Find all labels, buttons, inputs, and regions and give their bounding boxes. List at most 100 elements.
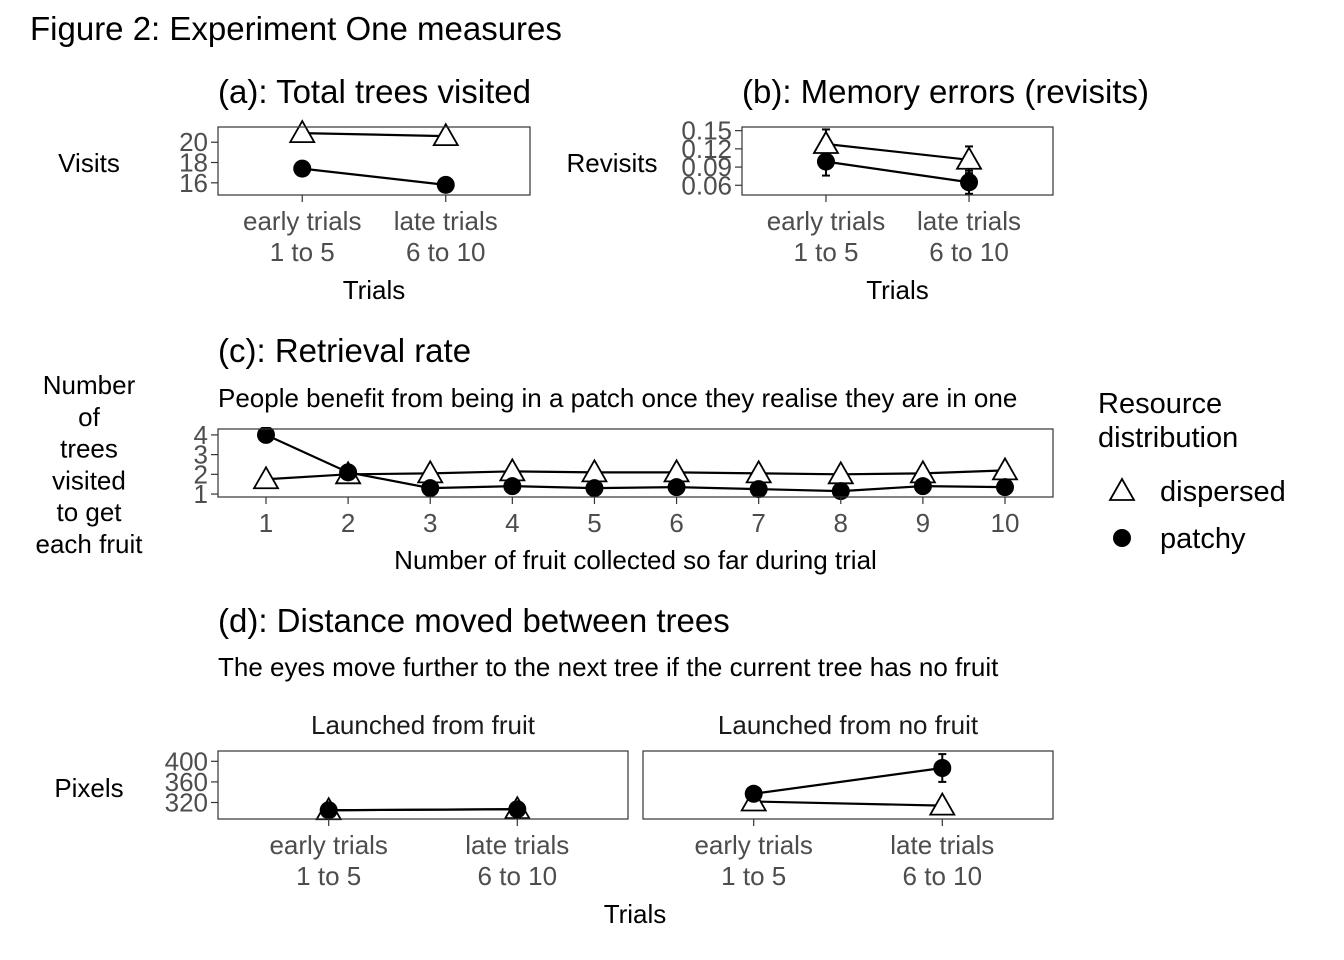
x-tick-label: 9 — [916, 508, 930, 538]
panel-c-frame — [217, 428, 1054, 498]
y-tick-label: 4 — [194, 420, 208, 450]
panel-b-ylabel: Revisits — [566, 148, 657, 178]
y-tick-label: 0.12 — [681, 134, 732, 164]
legend-label: patchy — [1160, 523, 1246, 555]
point-patchy — [933, 759, 952, 777]
panel-d-ylabel: Pixels — [54, 773, 123, 803]
x-tick-label: 10 — [991, 508, 1020, 538]
series-line-patchy — [753, 766, 943, 795]
point-patchy — [744, 784, 763, 803]
y-tick-label: 0.09 — [681, 152, 732, 182]
facet-strip-label: Launched from no fruit — [718, 710, 979, 740]
point-patchy — [749, 480, 768, 499]
series-line-patchy — [328, 808, 518, 812]
point-dispersed — [955, 145, 983, 170]
y-tick-label: 2 — [194, 459, 208, 489]
x-tick-label: 8 — [834, 508, 848, 538]
plot-area — [252, 427, 1019, 501]
y-tick-label: 0.15 — [681, 116, 732, 146]
x-tick-label: 1 — [259, 508, 273, 538]
facet-strip-label: Launched from fruit — [311, 710, 536, 740]
point-dispersed — [991, 456, 1019, 481]
point-dispersed — [288, 119, 316, 143]
panel-d-subtitle: The eyes move further to the next tree i… — [218, 652, 999, 682]
y-tick-label: 16 — [179, 168, 208, 198]
point-dispersed — [432, 122, 460, 147]
x-tick-label: 5 — [587, 508, 601, 538]
panel-c-xlabel: Number of fruit collected so far during … — [394, 545, 877, 575]
x-tick-label: 2 — [341, 508, 355, 538]
point-patchy — [257, 427, 275, 444]
panels: (a): Total trees visitedVisits161820earl… — [36, 73, 1149, 929]
panel-a-ylabel: Visits — [58, 148, 120, 178]
point-dispersed — [827, 460, 855, 485]
point-patchy — [421, 479, 440, 498]
y-tick-label: 0.06 — [681, 170, 732, 200]
legend-item-dispersed: dispersed — [1108, 476, 1286, 508]
x-tick-label: 4 — [505, 508, 519, 538]
panel-d-title: (d): Distance moved between trees — [218, 602, 730, 639]
facet-frame — [642, 750, 1054, 820]
series-line-patchy — [825, 160, 970, 184]
point-patchy — [293, 159, 312, 178]
panel-d-xlabel: Trials — [604, 899, 667, 929]
panel-c-subtitle: People benefit from being in a patch onc… — [218, 383, 1017, 413]
point-patchy — [319, 801, 338, 820]
point-dispersed — [580, 458, 608, 483]
y-tick-label: 360 — [165, 767, 208, 797]
series-line-dispersed — [302, 131, 446, 138]
panel-b-title: (b): Memory errors (revisits) — [742, 73, 1149, 110]
series-line-dispersed — [753, 800, 943, 807]
point-patchy — [339, 463, 358, 482]
point-patchy — [585, 479, 604, 498]
point-dispersed — [812, 130, 840, 154]
y-tick-label: 1 — [194, 479, 208, 509]
panel-b: (b): Memory errors (revisits) Revisits 0.0… — [566, 73, 1149, 305]
y-tick-label: 20 — [179, 127, 208, 157]
series-line-dispersed — [265, 469, 1006, 481]
figure-title: Figure 2: Experiment One measures — [30, 10, 562, 47]
point-patchy — [913, 477, 932, 496]
legend-item-patchy: patchy — [1113, 523, 1246, 555]
series-line-patchy — [265, 433, 1006, 493]
point-patchy — [996, 478, 1014, 497]
plot-area — [288, 119, 460, 194]
panel-c-title: (c): Retrieval rate — [218, 332, 471, 369]
point-patchy — [831, 482, 850, 501]
panel-b-frame — [741, 126, 1054, 196]
x-tick-label: 7 — [751, 508, 765, 538]
legend-key-triangle — [1108, 477, 1136, 501]
point-patchy — [436, 175, 455, 194]
y-tick-label: 320 — [165, 788, 208, 818]
x-tick-label: 6 — [669, 508, 683, 538]
series-line-dispersed — [825, 142, 970, 161]
point-patchy — [960, 173, 979, 192]
legend-key-circle — [1113, 529, 1131, 547]
series-line-patchy — [302, 167, 446, 186]
point-patchy — [508, 800, 527, 819]
point-dispersed — [252, 465, 280, 490]
y-tick-label: 18 — [179, 148, 208, 178]
point-patchy — [667, 478, 686, 497]
point-patchy — [503, 477, 522, 496]
facet-frame — [217, 750, 629, 820]
panel-a-title: (a): Total trees visited — [218, 73, 531, 110]
panel-b-xlabel: Trials — [866, 275, 929, 305]
